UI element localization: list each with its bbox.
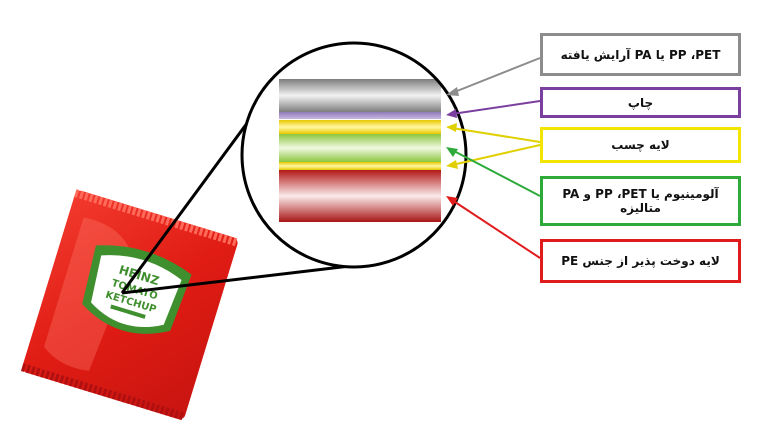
arrow-line-4 bbox=[451, 149, 541, 197]
zoom-line-bottom bbox=[121, 264, 351, 295]
arrow-head-3a bbox=[446, 123, 457, 132]
layer-label-box-1: PP ،PET یا PA آرایش یافته bbox=[540, 33, 741, 76]
layer-band-pet bbox=[279, 79, 441, 112]
arrow-line-3a bbox=[451, 127, 541, 143]
layer-band-pe-seal bbox=[279, 170, 441, 222]
arrow-line-5 bbox=[451, 199, 541, 259]
layer-label-text-1: PP ،PET یا PA آرایش یافته bbox=[560, 47, 721, 62]
sachet-crimp-top bbox=[74, 189, 240, 247]
arrow-head-3b bbox=[446, 160, 458, 169]
layer-band-metallized bbox=[279, 134, 441, 162]
layer-label-box-5: لایه دوخت پذیر از جنس PE bbox=[540, 239, 741, 283]
layer-label-text-2: چاپ bbox=[627, 95, 654, 110]
magnifier-circle-ring bbox=[240, 41, 468, 269]
layer-label-box-2: چاپ bbox=[540, 87, 741, 118]
arrow-line-1 bbox=[451, 57, 541, 94]
sachet-label-stripe bbox=[110, 304, 146, 319]
arrow-head-2 bbox=[446, 109, 457, 118]
layer-label-text-5: لایه دوخت پذیر از جنس PE bbox=[561, 254, 720, 268]
ketchup-sachet-image: HEINZ TOMATO KETCHUP bbox=[20, 189, 240, 421]
layer-label-text-4: آلومینیوم یا PP ،PET و PA متالیزه bbox=[562, 187, 719, 215]
sachet-crimp-bottom bbox=[20, 363, 186, 421]
layer-band-print bbox=[279, 112, 441, 119]
layer-label-box-4: آلومینیوم یا PP ،PET و PA متالیزه bbox=[540, 176, 741, 226]
layer-label-text-3: لایه چسب bbox=[611, 138, 670, 152]
arrow-line-2 bbox=[451, 100, 541, 115]
arrow-head-4 bbox=[446, 147, 458, 157]
arrow-line-3b bbox=[451, 144, 541, 166]
layer-label-box-3: لایه چسب bbox=[540, 127, 741, 163]
arrow-head-1 bbox=[446, 87, 459, 96]
layer-band-adhesive-2 bbox=[279, 162, 441, 170]
layer-band-adhesive-1 bbox=[279, 120, 441, 134]
arrows bbox=[446, 57, 541, 259]
arrow-head-5 bbox=[446, 196, 458, 206]
